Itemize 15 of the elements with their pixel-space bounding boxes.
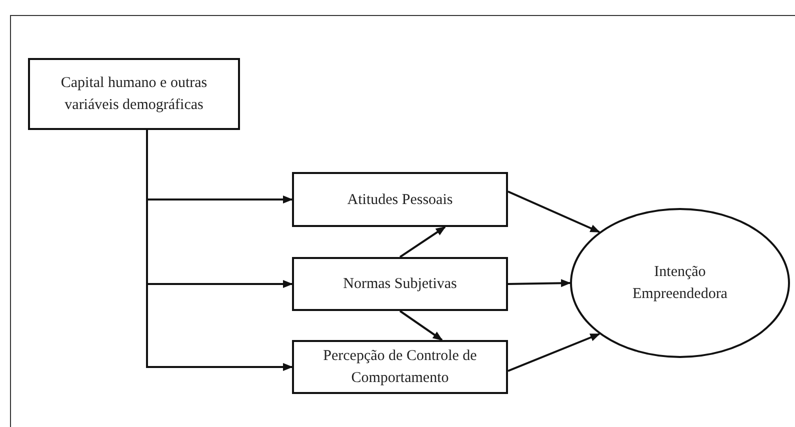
- node-label: Capital humano e outras variáveis demográficas: [60, 74, 208, 115]
- process-box: [28, 58, 240, 130]
- arrow: [399, 226, 446, 258]
- node-label: Percepção de Controle de Comportamento: [322, 347, 478, 388]
- arrow: [399, 310, 443, 341]
- process-box: [292, 340, 508, 394]
- node-label: Intenção Empreendedora: [632, 263, 728, 304]
- node-label: Atitudes Pessoais: [347, 190, 453, 210]
- arrow: [508, 279, 571, 288]
- arrow: [508, 333, 600, 372]
- node-label: Normas Subjetivas: [343, 275, 457, 294]
- process-box: [292, 257, 508, 311]
- arrow: [146, 130, 293, 371]
- arrow: [508, 190, 600, 233]
- process-box: [292, 172, 508, 227]
